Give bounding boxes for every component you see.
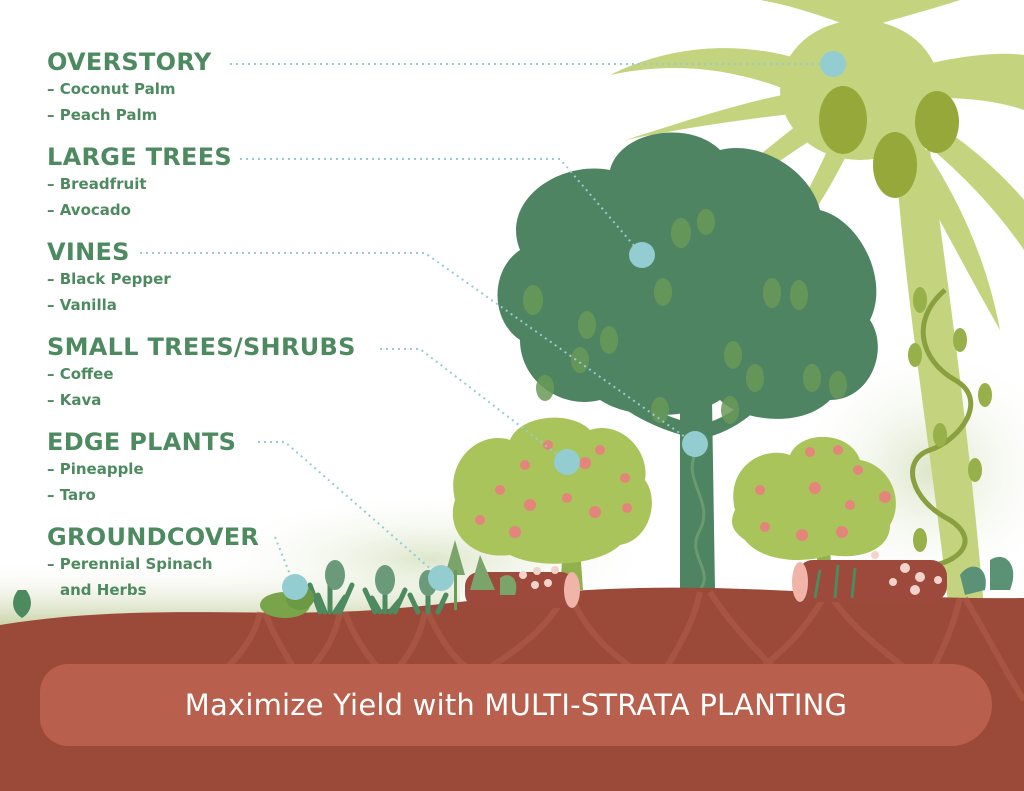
leader-lines <box>140 63 833 588</box>
marker-dot-icon <box>820 51 846 77</box>
vine-icon <box>910 288 974 568</box>
fruit-shrub-icon <box>452 417 652 590</box>
log-with-mushrooms-icon <box>465 566 580 608</box>
log-with-mushrooms-icon <box>792 551 947 602</box>
pineapple-icon <box>307 560 355 615</box>
vine-on-trunk <box>690 449 706 591</box>
title-banner: Maximize Yield with MULTI-STRATA PLANTIN… <box>40 664 992 746</box>
marker-dot-icon <box>629 242 655 268</box>
marker-dot-icon <box>682 431 708 457</box>
marker-dot-icon <box>554 449 580 475</box>
marker-dots <box>282 51 846 600</box>
marker-dot-icon <box>428 565 454 591</box>
pineapple-icon <box>362 565 408 615</box>
taro-leaf-icon <box>13 556 1014 618</box>
vine-leaves <box>908 287 992 552</box>
marker-dot-icon <box>282 574 308 600</box>
banner-title: Maximize Yield with MULTI-STRATA PLANTIN… <box>184 688 848 722</box>
taro-leaf-icon <box>445 540 517 610</box>
